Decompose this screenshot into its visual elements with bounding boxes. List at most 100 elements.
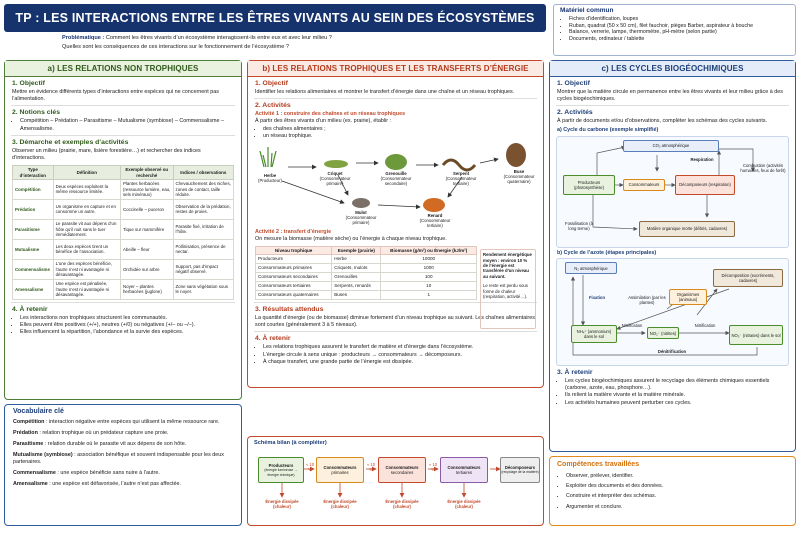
b-objective-text: Identifier les relations alimentaires et… (255, 89, 515, 95)
table-cell: Consommateurs tertiaires (254, 280, 333, 291)
organisms-box: Organismes (animaux) (669, 289, 707, 306)
energy-table: Niveau trophique Exemple (prairie) Bioma… (254, 245, 477, 300)
table-header: Indices / observations (172, 165, 234, 180)
column-trophic: b) LES RELATIONS TROPHIQUES ET LES TRANS… (247, 60, 544, 388)
fox-icon (423, 198, 445, 213)
table-cell: 1 (380, 289, 477, 300)
fossilisation-label: Fossilisation (à long terme) (565, 220, 593, 231)
vocab-definition: : une espèce est défavorisée, l’autre n’… (47, 481, 182, 488)
vocab-item: Parasitisme : relation durable où le par… (13, 441, 233, 448)
n2-box: N₂ atmosphérique (565, 262, 617, 275)
table-cell: Pollinisation, présence de nectar. (172, 238, 234, 260)
competence-item: Construire et interpréter des schémas. (566, 491, 788, 501)
table-cell: 100 (380, 271, 477, 282)
a-objective-title: 1. Objectif (12, 80, 45, 87)
table-cell: 10000 (380, 253, 477, 264)
competences-box: Compétences travaillées Observer, prélev… (549, 456, 796, 526)
table-header: Exemple observé ou recherché (119, 165, 174, 180)
buzzard-icon (506, 143, 526, 168)
no2-box: NO₂⁻ (nitrites) (647, 327, 679, 340)
materiel-item: Fiches d’identification, loupes (569, 16, 789, 22)
vocab-term: Prédation (13, 429, 38, 436)
b-results-text: La quantité d’énergie (ou de biomasse) d… (255, 314, 535, 329)
table-cell: Prédation (12, 198, 54, 220)
vocab-item: Amensalisme : une espèce est défavorisée… (13, 481, 233, 488)
vocab-term: Compétition (13, 418, 45, 425)
c-activities-title: 2. Activités (557, 109, 593, 117)
organism-label: Criquet(Consommateur primaire) (319, 171, 351, 187)
a-retenir-item: Elles peuvent être positives (+/+), neut… (20, 322, 234, 329)
vocab-term: Amensalisme (13, 481, 48, 488)
bilan-title: Schéma bilan (à compléter) (254, 440, 327, 446)
b-activities-title: 2. Activités (255, 102, 291, 110)
materiel-item: Ruban, quadrat (50 x 50 cm), filet fauch… (569, 23, 789, 29)
table-header: Biomasse (g/m²) ou Énergie (kJ/m²) (380, 245, 477, 255)
vocab-item: Compétition : interaction négative entre… (13, 419, 233, 426)
respiration-label: Respiration (690, 156, 714, 162)
table-cell: Compétition (12, 178, 54, 200)
c-objective-title: 1. Objectif (557, 80, 590, 87)
c-activities-text: À partir de documents et/ou d’observatio… (557, 118, 768, 125)
pct-label: ≈ 10 % (366, 462, 376, 472)
vocab-definition: : interaction négative entre espèces qui… (44, 418, 220, 425)
table-cell: Coccinelle – puceron (119, 198, 174, 220)
table-cell: Buses (331, 289, 382, 300)
table-cell: Parasitisme (12, 218, 54, 240)
problem-q2: Quelles sont les conséquences de ces int… (62, 44, 289, 50)
table-cell: Consommateurs quaternaires (254, 289, 333, 300)
vocabulary-box: Vocabulaire clé Compétition : interactio… (4, 404, 242, 526)
table-cell: Consommateurs secondaires (254, 271, 333, 282)
vocab-definition: : relation trophique où un prédateur cap… (37, 429, 169, 436)
table-cell: Une espèce est pénalisée, l’autre n’est … (52, 278, 121, 300)
frog-icon (385, 154, 407, 171)
table-cell: Orchidée sur arbre (119, 258, 174, 280)
vocab-definition: : association bénéfique et souvent indis… (13, 452, 224, 465)
a-retenir-item: Elles influencent la répartition, l’abon… (20, 329, 234, 336)
nitrogen-cycle-title: b) Cycle de l’azote (étapes principales) (557, 249, 657, 256)
vocab-term: Commensalisme (13, 469, 56, 476)
nitrogen-arrows (570, 275, 758, 356)
pct-label: ≈ 10 % (305, 462, 315, 472)
table-cell: Zone sans végétation sous le noyer. (172, 278, 234, 300)
activity-1-title: Activité 1 : construire des chaînes et u… (255, 111, 406, 118)
table-cell: Serpents, renards (331, 280, 382, 291)
table-cell: 10 (380, 280, 477, 291)
organism-label: Serpent(Consommateur tertiaire) (445, 171, 477, 187)
activity-1-item: des chaînes alimentaires ; (263, 126, 536, 133)
table-cell: Mutualisme (12, 238, 54, 260)
table-cell: Chevauchement des niches, zones de conta… (172, 178, 234, 200)
column-a-title: a) LES RELATIONS NON TROPHIQUES (5, 61, 241, 77)
food-web-arrows (259, 143, 526, 213)
table-cell: Les deux espèces tirent un bénéfice de l… (52, 238, 121, 260)
table-cell: Support, pas d’impact négatif observé. (172, 258, 234, 280)
loss-label: Énergie dissipée (chaleur) (385, 499, 419, 509)
table-cell: Consommateurs primaires (254, 262, 333, 273)
bilan-diagram: Schéma bilan (à compléter) Producteurs(é… (247, 436, 544, 526)
table-cell: Tique sur mammifère (119, 218, 174, 240)
b-results-title: 3. Résultats attendus (255, 305, 324, 313)
a-demarche-text: Observer un milieu (prairie, mare, lisiè… (12, 147, 201, 162)
yield-note: Rendement énergétique moyen : environ 10… (480, 249, 536, 330)
b-retenir-title: 4. À retenir (255, 335, 291, 343)
column-c-title: c) LES CYCLES BIOGÉOCHIMIQUES (550, 61, 795, 77)
vocab-definition: : relation durable où le parasite vit au… (43, 440, 187, 447)
column-non-trophic: a) LES RELATIONS NON TROPHIQUES 1. Objec… (4, 60, 242, 400)
problematique: Problématique : Comment les êtres vivant… (4, 32, 546, 57)
carbon-cycle-title: a) Cycle du carbone (exemple simplifié) (557, 126, 659, 133)
table-cell: Deux espèces exploitent la même ressourc… (52, 178, 121, 200)
table-header: Définition (52, 165, 121, 180)
table-cell: Producteurs (254, 253, 333, 264)
co2-box: CO₂ atmosphérique (623, 139, 719, 152)
decomposers-box: Décomposeurs (respiration) (675, 174, 735, 195)
table-cell: Un organisme en capture et en consomme u… (52, 198, 121, 220)
vocab-item: Mutualisme (symbiose) : association béné… (13, 452, 233, 465)
loss-label: Énergie dissipée (chaleur) (265, 499, 299, 509)
